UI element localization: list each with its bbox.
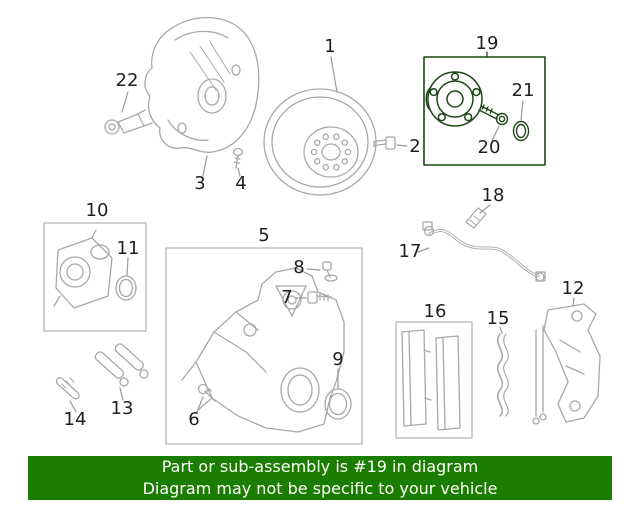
callout-18: 18 xyxy=(481,185,505,206)
callout-17: 17 xyxy=(398,241,422,262)
plate-screw xyxy=(232,147,244,169)
bleeder-screw-7 xyxy=(307,291,332,304)
actuator-box xyxy=(43,222,147,332)
pad-spring xyxy=(496,333,509,417)
caliper-housing xyxy=(181,267,345,433)
o-ring xyxy=(115,275,137,301)
pads-box xyxy=(395,321,473,439)
callout-7: 7 xyxy=(281,287,293,308)
callout-15: 15 xyxy=(486,308,510,329)
parts-diagram-art xyxy=(43,16,601,445)
callout-8: 8 xyxy=(293,257,305,278)
callout-10: 10 xyxy=(85,200,109,221)
callout-3: 3 xyxy=(194,173,206,194)
callout-20: 20 xyxy=(477,137,501,158)
parking-actuator xyxy=(53,229,113,309)
backing-plate xyxy=(144,16,260,153)
guide-pin xyxy=(55,377,80,400)
callout-21: 21 xyxy=(511,80,535,101)
piston-seal-9 xyxy=(324,388,352,420)
hub-seal-ring xyxy=(512,120,530,142)
hub-highlight-box xyxy=(423,56,546,166)
callout-22: 22 xyxy=(115,70,139,91)
leader-lines xyxy=(69,51,575,413)
wheel-hub xyxy=(425,71,483,127)
footer-banner: Part or sub-assembly is #19 in diagram D… xyxy=(28,456,612,500)
guide-bolts xyxy=(94,343,149,387)
hose-clip xyxy=(465,207,487,229)
caliper-bracket xyxy=(532,303,601,425)
callout-6: 6 xyxy=(188,409,200,430)
callout-5: 5 xyxy=(258,225,270,246)
brake-rotor xyxy=(263,88,377,196)
callout-4: 4 xyxy=(235,173,247,194)
rotor-screw xyxy=(373,136,396,150)
callout-13: 13 xyxy=(110,398,134,419)
callout-16: 16 xyxy=(423,301,447,322)
brake-hose xyxy=(422,221,546,282)
callout-11: 11 xyxy=(116,238,140,259)
hub-bolt xyxy=(478,104,509,126)
caliper-bolt-6 xyxy=(197,383,216,402)
callout-9: 9 xyxy=(332,349,344,370)
callout-14: 14 xyxy=(63,409,87,430)
caliper-box xyxy=(165,247,363,445)
banjo-bolt-8 xyxy=(322,261,338,282)
callout-1: 1 xyxy=(324,36,336,57)
callout-2: 2 xyxy=(409,136,421,157)
banner-line-2: Diagram may not be specific to your vehi… xyxy=(142,479,498,498)
brake-pads xyxy=(401,329,461,431)
banner-line-1: Part or sub-assembly is #19 in diagram xyxy=(161,457,479,477)
callout-12: 12 xyxy=(561,278,585,299)
callout-19: 19 xyxy=(475,33,499,54)
abs-sensor xyxy=(104,109,153,135)
